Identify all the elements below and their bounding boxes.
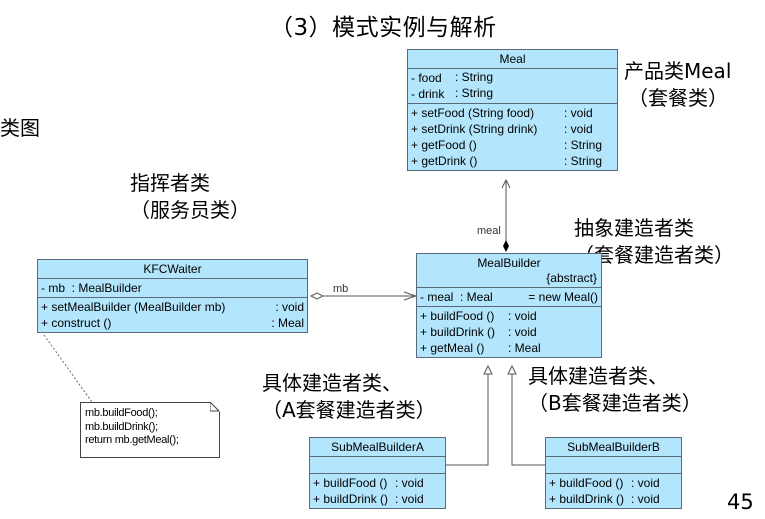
attributes <box>310 457 445 474</box>
caption-line: 抽象建造者类 <box>574 216 694 240</box>
attributes: - food - drink <box>408 69 617 104</box>
operations: + buildFood (): void + buildDrink (): vo… <box>546 474 681 508</box>
note-line: return mb.getMeal(); <box>85 434 179 446</box>
attribute: - food <box>411 71 442 85</box>
note-fold-icon <box>210 402 220 412</box>
class-name: SubMealBuilderB <box>546 438 681 457</box>
note-line: mb.buildFood(); <box>85 407 158 419</box>
caption-line: （套餐类） <box>628 86 728 110</box>
operations: + buildFood (): void + buildDrink (): vo… <box>417 307 601 357</box>
caption-line: 具体建造者类、 <box>262 371 402 395</box>
generalization-line-b <box>511 374 546 466</box>
caption-line: 指挥者类 <box>130 171 210 195</box>
operation: + setFood (String food): void <box>411 106 593 120</box>
attributes: - meal : Meal= new Meal() <box>417 288 601 307</box>
operation: + construct (): Meal <box>41 316 304 330</box>
class-meal[interactable]: Meal - food - drink + setFood (String fo… <box>407 49 618 171</box>
role-label-mb: mb <box>333 283 349 295</box>
composition-diamond <box>503 240 509 252</box>
attribute: - mb : MealBuilder <box>41 281 142 295</box>
caption-line: （A套餐建造者类） <box>262 398 436 422</box>
class-sub-meal-builder-b[interactable]: SubMealBuilderB + buildFood (): void + b… <box>545 437 682 509</box>
caption-director: 指挥者类 （服务员类） <box>130 170 250 224</box>
class-name: Meal <box>408 50 617 69</box>
open-arrowhead <box>501 178 511 189</box>
operation: + getMeal (): Meal <box>420 341 541 355</box>
operations: + setFood (String food): void + setDrink… <box>408 104 617 170</box>
operations: + setMealBuilder (MealBuilder mb): void … <box>38 298 307 332</box>
operation: + setDrink (String drink): void <box>411 122 593 136</box>
generalization-triangle-a <box>483 364 493 375</box>
class-meal-builder[interactable]: MealBuilder {abstract} - meal : Meal= ne… <box>416 253 602 358</box>
left-fragment: 类图 <box>0 116 40 140</box>
slide-title: （3）模式实例与解析 <box>270 15 497 41</box>
attributes: - mb : MealBuilder <box>38 279 307 298</box>
caption-concrete-a: 具体建造者类、 （A套餐建造者类） <box>262 370 436 424</box>
page-number: 45 <box>727 490 754 514</box>
operation: + buildFood (): void <box>313 476 424 490</box>
caption-line: （服务员类） <box>130 198 250 222</box>
attribute: - drink <box>411 87 445 101</box>
class-name: KFCWaiter <box>38 260 307 279</box>
operation: + buildFood (): void <box>420 309 537 323</box>
class-name: SubMealBuilderA <box>310 438 445 457</box>
generalization-triangle-b <box>507 364 517 375</box>
uml-note[interactable]: mb.buildFood(); mb.buildDrink(); return … <box>80 402 220 458</box>
stereotype: {abstract} <box>546 271 597 285</box>
caption-line: 具体建造者类、 <box>528 364 668 388</box>
meal-attr-types: : String : String <box>455 70 494 100</box>
note-line: mb.buildDrink(); <box>85 420 158 433</box>
caption-line: （B套餐建造者类） <box>528 391 702 415</box>
aggregation-diamond <box>309 292 325 300</box>
operation: + getDrink (): String <box>411 154 603 168</box>
class-kfc-waiter[interactable]: KFCWaiter - mb : MealBuilder + setMealBu… <box>37 259 308 333</box>
operation: + getFood (): String <box>411 138 603 152</box>
class-sub-meal-builder-a[interactable]: SubMealBuilderA + buildFood (): void + b… <box>309 437 446 509</box>
generalization-line-a <box>446 374 489 466</box>
caption-product: 产品类Meal （套餐类） <box>624 58 731 112</box>
caption-concrete-b: 具体建造者类、 （B套餐建造者类） <box>528 363 702 417</box>
class-name: MealBuilder <box>477 256 541 270</box>
attribute: - meal : Meal= new Meal() <box>420 290 598 304</box>
note-anchor-line <box>43 334 93 403</box>
operation: + buildDrink (): void <box>313 492 424 506</box>
attributes <box>546 457 681 474</box>
operations: + buildFood (): void + buildDrink (): vo… <box>310 474 445 508</box>
operation: + setMealBuilder (MealBuilder mb): void <box>41 300 304 314</box>
operation: + buildDrink (): void <box>420 325 537 339</box>
caption-line: 产品类Meal <box>624 59 732 83</box>
class-header: MealBuilder {abstract} <box>417 254 601 288</box>
operation: + buildDrink (): void <box>549 492 660 506</box>
role-label-meal: meal <box>477 225 501 237</box>
operation: + buildFood (): void <box>549 476 660 490</box>
